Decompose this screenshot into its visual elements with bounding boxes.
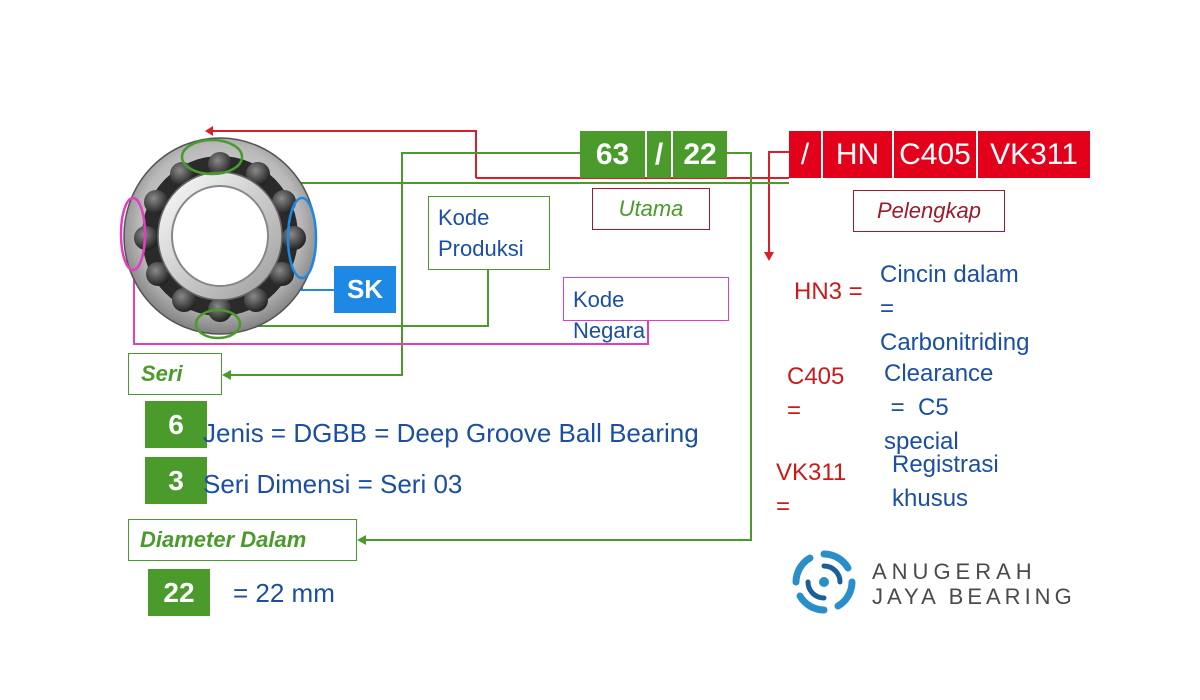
suffix-hn-box: HN	[823, 131, 892, 178]
bore-code-box: 22	[673, 131, 727, 178]
vk311-code: VK311 =	[776, 459, 847, 520]
kode-negara-label: Kode Negara	[563, 277, 729, 343]
seri-type-text: Jenis = DGBB = Deep Groove Ball Bearing	[203, 418, 699, 448]
kode-produksi-label: Kode Produksi	[428, 196, 550, 270]
seri-label: Seri	[128, 353, 222, 395]
suffix-slash-box: /	[789, 131, 821, 178]
diameter-text: = 22 mm	[233, 578, 335, 608]
suffix-c405-box: C405	[894, 131, 976, 178]
hn3-code: HN3 =	[794, 278, 863, 305]
hn3-desc: Cincin dalam = Carbonitriding	[880, 261, 1030, 356]
c405-desc: Clearance = C5 special	[884, 360, 994, 455]
seri-type-badge: 6	[145, 401, 207, 448]
pelengkap-label: Pelengkap	[853, 190, 1005, 232]
suffix-vk311-box: VK311	[978, 131, 1090, 178]
diameter-badge: 22	[148, 569, 210, 616]
anugerah-logo-icon	[792, 550, 856, 614]
bearing-image	[119, 137, 318, 340]
series-code-box: 63	[580, 131, 645, 178]
vk311-desc: Registrasi khusus	[892, 451, 999, 512]
sk-badge: SK	[334, 266, 396, 313]
c405-code: C405 =	[787, 363, 845, 424]
diameter-dalam-label: Diameter Dalam	[128, 519, 357, 561]
logo-line1: ANUGERAH	[872, 559, 1037, 584]
logo-line2: JAYA BEARING	[872, 584, 1076, 609]
seri-dimension-badge: 3	[145, 457, 207, 504]
utama-label: Utama	[592, 188, 710, 230]
seri-dimension-text: Seri Dimensi = Seri 03	[203, 469, 463, 499]
slash-box: /	[647, 131, 671, 178]
